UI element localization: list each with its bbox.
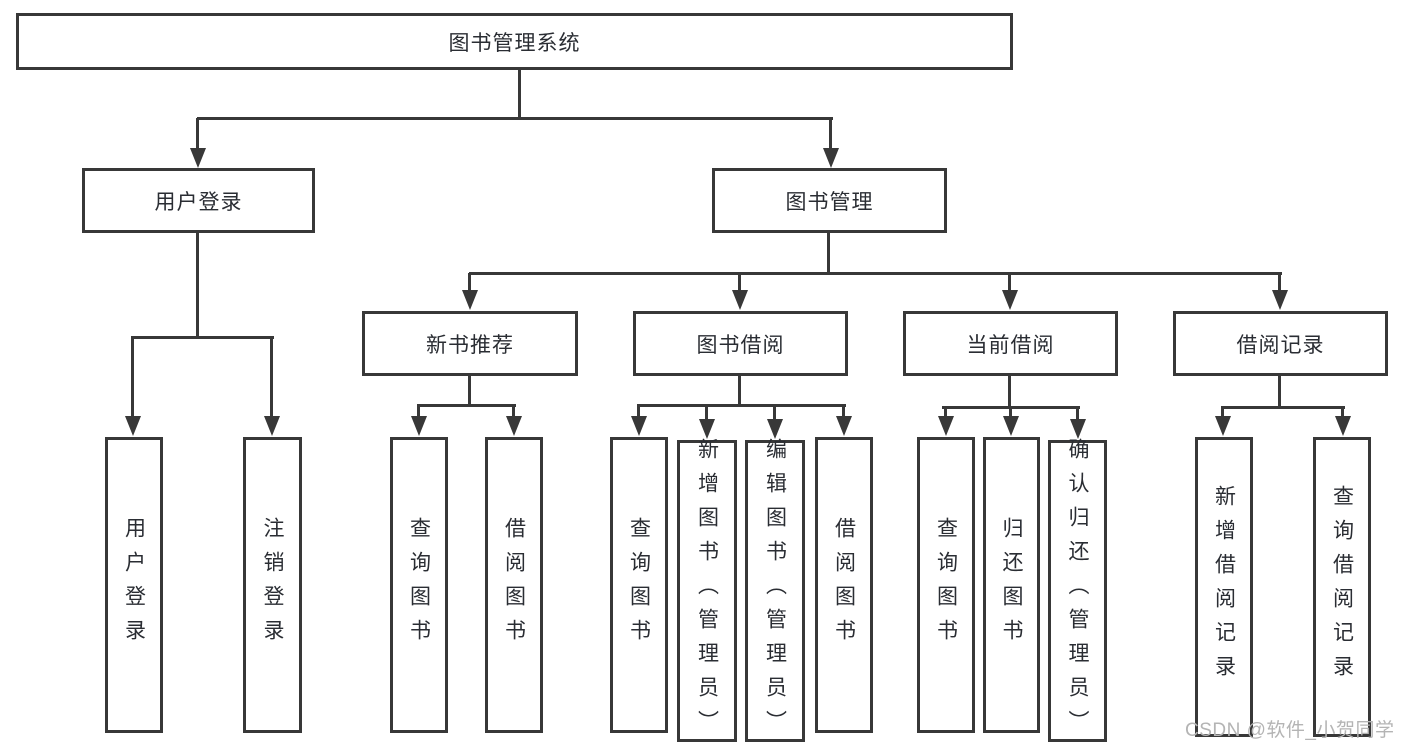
arrowhead-down-icon: [125, 416, 141, 436]
diagram-box-label: 查询图书: [627, 517, 651, 653]
connector-arrow-stem: [468, 273, 471, 294]
diagram-box-leaf-add-book: 新增图书（管理员）: [677, 438, 737, 744]
connector-arrow-stem: [944, 407, 947, 420]
connector-arrow-stem: [417, 405, 420, 420]
diagram-box-label: 当前借阅: [966, 333, 1055, 357]
connector-line: [469, 272, 1282, 275]
arrowhead-down-icon: [938, 416, 954, 436]
diagram-box-root: 图书管理系统: [16, 13, 1013, 70]
connector-line: [637, 404, 846, 407]
diagram-box-leaf-query-rec: 查询借阅记录: [1313, 437, 1371, 737]
diagram-box-label: 图书管理系统: [448, 31, 581, 55]
arrowhead-down-icon: [411, 416, 427, 436]
diagram-box-label: 图书借阅: [696, 333, 785, 357]
diagram-box-label: 归还图书: [1000, 517, 1023, 653]
arrowhead-down-icon: [506, 416, 522, 436]
csdn-watermark: CSDN @软件_小贺同学: [1185, 720, 1395, 741]
diagram-box-leaf-borrow-1: 借阅图书: [485, 437, 543, 733]
diagram-box-leaf-logout: 注销登录: [243, 437, 302, 733]
connector-arrow-stem: [196, 118, 199, 152]
connector-arrow-stem: [1221, 407, 1224, 420]
arrowhead-down-icon: [1215, 416, 1231, 436]
connector-line: [1221, 406, 1345, 409]
diagram-box-label: 新增借阅记录: [1212, 485, 1236, 689]
connector-line: [196, 233, 199, 339]
diagram-box-book-mgmt: 图书管理: [712, 168, 947, 233]
diagram-box-user-login: 用户登录: [82, 168, 315, 233]
diagram-box-label: 注销登录: [261, 517, 284, 653]
arrowhead-down-icon: [264, 416, 280, 436]
diagram-box-label: 用户登录: [122, 517, 146, 653]
connector-arrow-stem: [131, 337, 134, 420]
diagram-box-new-book-rec: 新书推荐: [362, 311, 578, 376]
connector-arrow-stem: [512, 405, 515, 420]
diagram-box-leaf-query-1: 查询图书: [390, 437, 448, 733]
connector-line: [1278, 376, 1281, 409]
diagram-box-leaf-borrow-2: 借阅图书: [815, 437, 873, 733]
arrowhead-down-icon: [732, 290, 748, 310]
diagram-box-label: 借阅记录: [1236, 333, 1325, 357]
arrowhead-down-icon: [823, 148, 839, 168]
connector-arrow-stem: [1009, 407, 1012, 420]
diagram-box-label: 用户登录: [154, 190, 243, 214]
connector-arrow-stem: [1278, 273, 1281, 294]
arrowhead-down-icon: [190, 148, 206, 168]
connector-arrow-stem: [705, 405, 708, 423]
connector-line: [417, 404, 516, 407]
diagram-box-label: 查询图书: [407, 517, 431, 653]
connector-arrow-stem: [1076, 407, 1079, 423]
connector-line: [518, 70, 521, 119]
diagram-box-label: 查询图书: [934, 517, 958, 653]
diagram-box-label: 编辑图书（管理员）: [763, 438, 787, 744]
diagram-box-label: 新书推荐: [426, 333, 514, 357]
diagram-box-label: 借阅图书: [832, 517, 856, 653]
diagram-box-borrow-record: 借阅记录: [1173, 311, 1388, 376]
connector-arrow-stem: [1341, 407, 1344, 420]
arrowhead-down-icon: [1003, 416, 1019, 436]
diagram-box-label: 新增图书（管理员）: [695, 438, 719, 744]
diagram-box-leaf-query-3: 查询图书: [917, 437, 975, 733]
connector-line: [131, 336, 274, 339]
diagram-box-leaf-return: 归还图书: [983, 437, 1040, 733]
diagram-box-label: 查询借阅记录: [1330, 485, 1354, 689]
connector-line: [827, 233, 830, 275]
connector-arrow-stem: [842, 405, 845, 420]
connector-line: [197, 117, 833, 120]
arrowhead-down-icon: [836, 416, 852, 436]
arrowhead-down-icon: [767, 419, 783, 439]
connector-arrow-stem: [637, 405, 640, 420]
arrowhead-down-icon: [1070, 419, 1086, 439]
connector-line: [1008, 376, 1011, 409]
diagram-box-leaf-query-2: 查询图书: [610, 437, 668, 733]
connector-line: [468, 376, 471, 407]
arrowhead-down-icon: [462, 290, 478, 310]
connector-arrow-stem: [270, 337, 273, 420]
connector-arrow-stem: [829, 118, 832, 152]
arrowhead-down-icon: [631, 416, 647, 436]
diagram-box-label: 图书管理: [785, 190, 874, 214]
arrowhead-down-icon: [699, 419, 715, 439]
diagram-box-label: 借阅图书: [502, 517, 526, 653]
arrowhead-down-icon: [1335, 416, 1351, 436]
diagram-box-leaf-confirm: 确认归还（管理员）: [1048, 438, 1107, 744]
diagram-box-leaf-edit-book: 编辑图书（管理员）: [745, 438, 805, 744]
diagram-box-current-borrow: 当前借阅: [903, 311, 1118, 376]
connector-arrow-stem: [1008, 273, 1011, 294]
diagram-box-label: 确认归还（管理员）: [1066, 438, 1089, 744]
diagram-box-leaf-add-rec: 新增借阅记录: [1195, 437, 1253, 737]
connector-arrow-stem: [773, 405, 776, 423]
diagram-box-leaf-user-login: 用户登录: [105, 437, 163, 733]
diagram-box-book-borrow: 图书借阅: [633, 311, 848, 376]
connector-line: [738, 376, 741, 407]
arrowhead-down-icon: [1002, 290, 1018, 310]
arrowhead-down-icon: [1272, 290, 1288, 310]
connector-arrow-stem: [738, 273, 741, 294]
